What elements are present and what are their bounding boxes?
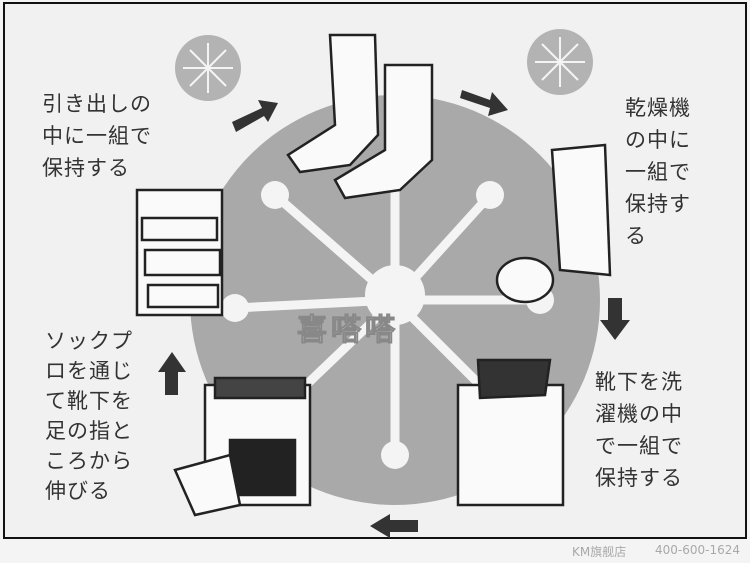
watermark: 喜嗒嗒 [297, 313, 399, 349]
caption-line: ころから [45, 449, 133, 473]
caption-line: 保持す [625, 192, 691, 216]
arrow-icon [600, 298, 630, 340]
caption-line: で一組で [595, 434, 683, 458]
arrow-icon [232, 100, 278, 132]
caption-line: 伸びる [45, 479, 111, 503]
arrow-icons [158, 90, 630, 538]
caption-line: 中に一組で [42, 124, 152, 148]
caption-line: て靴下を [45, 389, 133, 413]
caption-line: ソックプ [45, 329, 133, 353]
sockpro-machine-drawing [173, 376, 312, 517]
caption-line: ロを通じ [45, 359, 133, 383]
washer-drawing [456, 358, 565, 507]
arrow-icon [370, 514, 418, 538]
dryer-socks-drawing [495, 143, 612, 304]
snowflake-icon [175, 35, 241, 101]
caption-line: 靴下を洗 [595, 370, 683, 394]
caption-dryer: 乾燥機 の中に 一組で 保持す る [625, 92, 691, 252]
caption-line: 足の指と [45, 419, 133, 443]
caption-sockpro: ソックプ ロを通じ て靴下を 足の指と ころから 伸びる [45, 326, 133, 506]
caption-drawer: 引き出しの 中に一組で 保持する [42, 88, 152, 184]
caption-line: 濯機の中 [595, 402, 683, 426]
caption-line: 保持する [595, 466, 683, 490]
footer-shop-name: KM旗舰店 [572, 545, 627, 559]
caption-line: 一組で [625, 160, 691, 184]
caption-line: 保持する [42, 156, 130, 180]
caption-line: る [625, 224, 647, 248]
caption-line: 引き出しの [42, 92, 152, 116]
caption-line: の中に [625, 128, 691, 152]
socks-pair-drawing [286, 33, 434, 200]
footer-phone: 400-600-1624 [655, 543, 741, 557]
caption-line: 乾燥機 [625, 96, 691, 120]
snowflake-icon [527, 29, 593, 95]
caption-washer: 靴下を洗 濯機の中 で一組で 保持する [595, 366, 683, 494]
arrow-icon [158, 352, 186, 395]
dresser-drawing [135, 188, 224, 317]
arrow-icon [460, 90, 508, 116]
